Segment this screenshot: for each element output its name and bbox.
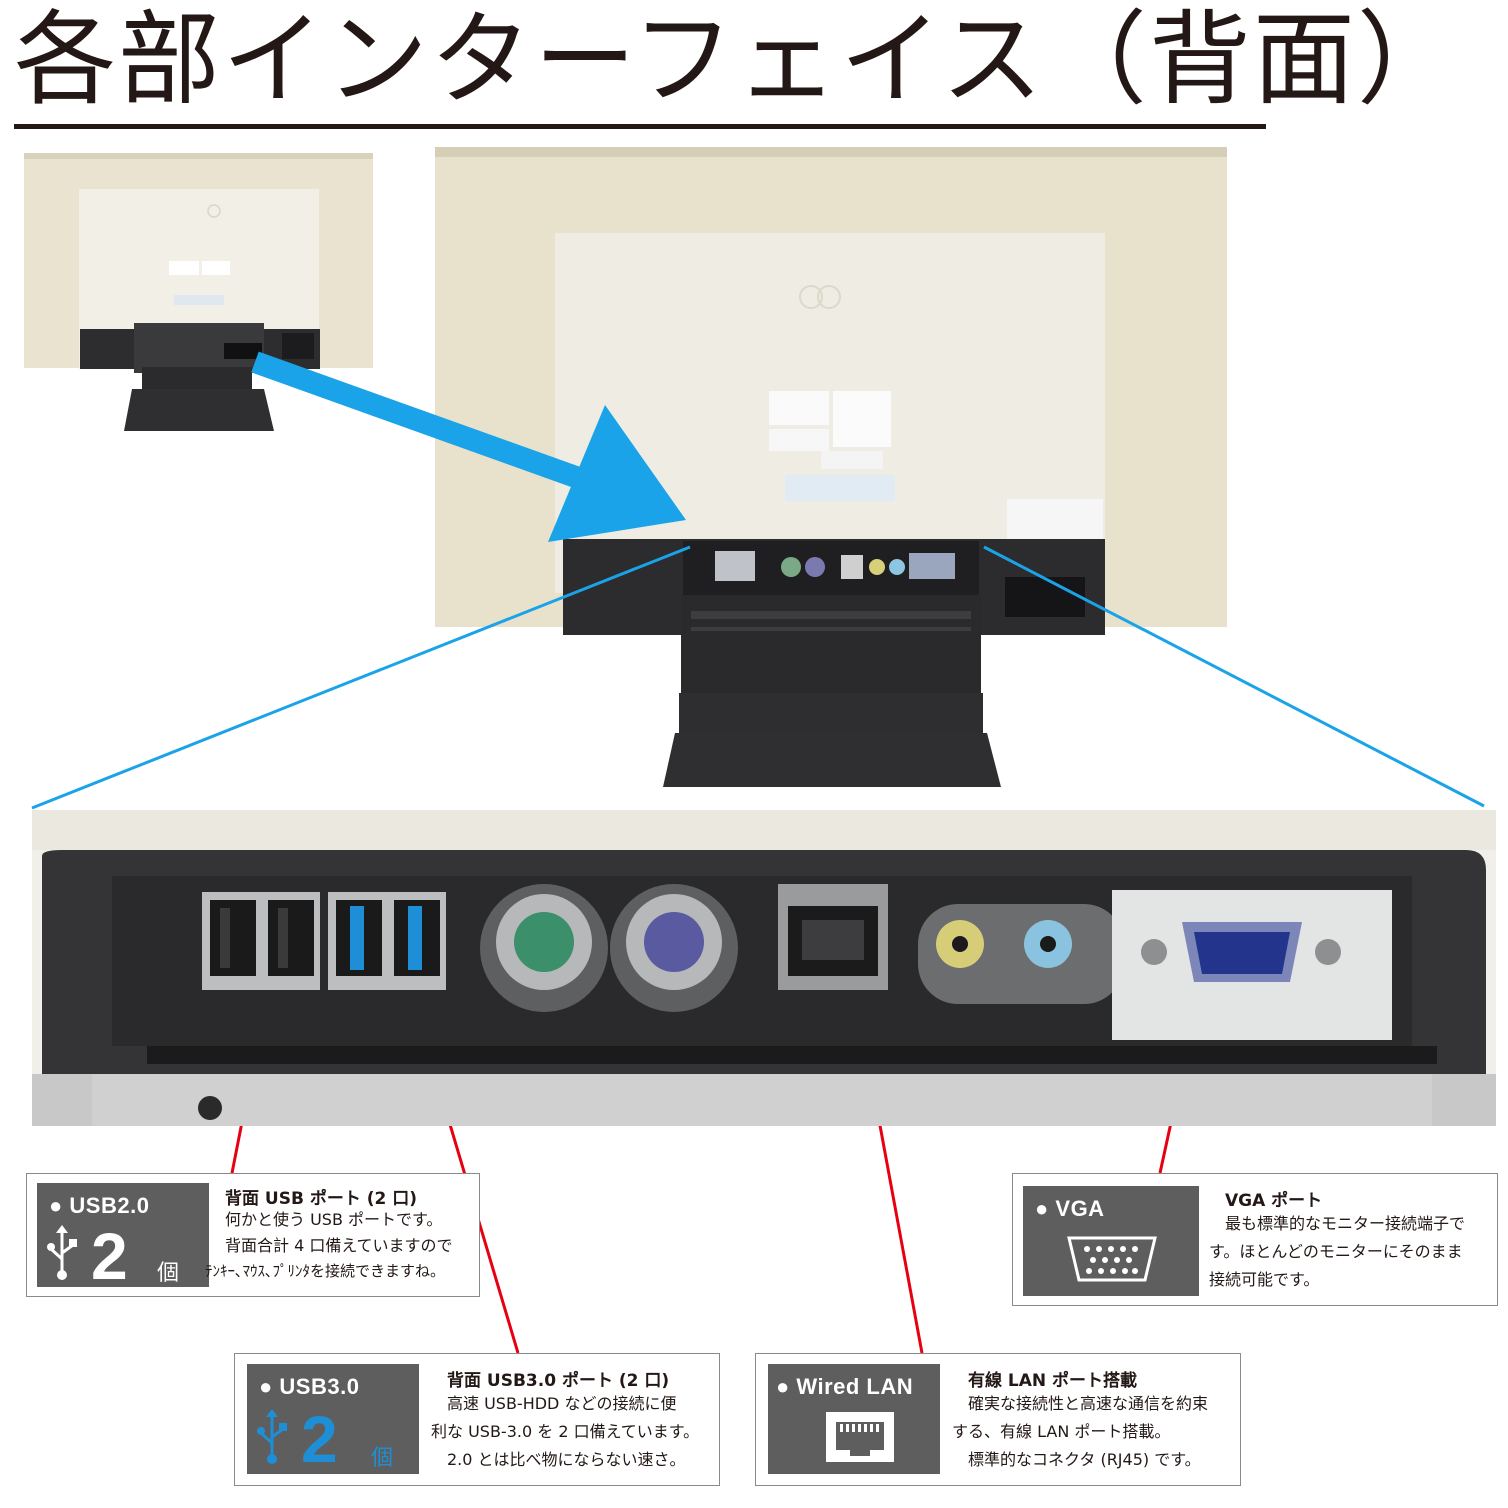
lan-badge: ● Wired LAN (768, 1364, 940, 1474)
vga-heading: VGA ポート (1225, 1191, 1323, 1211)
usb3-badge-title: ● USB3.0 (259, 1374, 360, 1399)
usb-icon (47, 1225, 77, 1280)
lan-badge-title: ● Wired LAN (776, 1374, 914, 1399)
lan-line: 確実な接続性と高速な通信を約束 (968, 1394, 1209, 1413)
page-title: 各部インターフェイス（背面） (14, 1, 1461, 120)
vga-badge: ● VGA (1023, 1186, 1199, 1296)
ps2-mouse-port (514, 912, 574, 972)
usb3-line: 高速 USB-HDD などの接続に便 (447, 1394, 677, 1413)
usb3-heading: 背面 USB3.0 ポート (2 口) (447, 1371, 670, 1391)
title-underline (14, 124, 1266, 129)
usb2-heading: 背面 USB ポート (2 口) (225, 1189, 418, 1209)
vga-line: 接続可能です。 (1209, 1270, 1320, 1289)
port-panel-closeup (32, 810, 1496, 1126)
usb3-count: 2 (301, 1402, 338, 1476)
usb2-line: 何かと使う USB ポートです。 (225, 1210, 443, 1229)
usb-icon (257, 1409, 287, 1464)
vga-line: す。ほとんどのモニターにそのまま (1209, 1242, 1463, 1261)
callout-vga: ● VGA VGA ポート 最も標準的なモニター接続端子で す。ほとんどのモニタ… (1012, 1173, 1498, 1306)
vga-port-icon (1067, 1236, 1157, 1282)
usb2-unit: 個 (157, 1261, 180, 1286)
callout-usb2: ● USB2.0 2 個 背面 USB ポート (2 口) 何かと使う USB … (26, 1173, 480, 1297)
vga-badge-title: ● VGA (1035, 1196, 1105, 1221)
usb2-line: 背面合計 4 口備えていますので (225, 1236, 453, 1255)
usb3-line: 2.0 とは比べ物にならない速さ。 (447, 1450, 686, 1469)
ethernet-port-icon (826, 1412, 894, 1462)
usb3-unit: 個 (371, 1446, 394, 1471)
usb2-badge: ● USB2.0 2 個 (37, 1183, 209, 1293)
usb2-badge-title: ● USB2.0 (49, 1193, 150, 1218)
vga-line: 最も標準的なモニター接続端子で (1225, 1214, 1466, 1233)
rear-view-thumbnail (24, 153, 373, 431)
callout-usb3: ● USB3.0 2 個 背面 USB3.0 ポート (2 口) 高速 USB-… (234, 1353, 720, 1486)
usb2-count: 2 (91, 1219, 128, 1293)
lan-line: する、有線 LAN ポート搭載。 (952, 1422, 1171, 1441)
lan-heading: 有線 LAN ポート搭載 (968, 1371, 1138, 1391)
lan-line: 標準的なコネクタ (RJ45) です。 (968, 1450, 1201, 1469)
callout-lan: ● Wired LAN 有線 LAN ポート搭載 確実な接続性と高速な通信を約束… (755, 1353, 1241, 1486)
usb3-badge: ● USB3.0 2 個 (247, 1364, 419, 1474)
usb3-line: 利な USB-3.0 を 2 口備えています。 (431, 1422, 700, 1441)
rear-view-large (435, 147, 1227, 787)
usb2-line: ﾃﾝｷｰ､ﾏｳｽ､ﾌﾟﾘﾝﾀを接続できますね。 (205, 1262, 446, 1280)
vga-port (1194, 932, 1290, 974)
ps2-keyboard-port (644, 912, 704, 972)
